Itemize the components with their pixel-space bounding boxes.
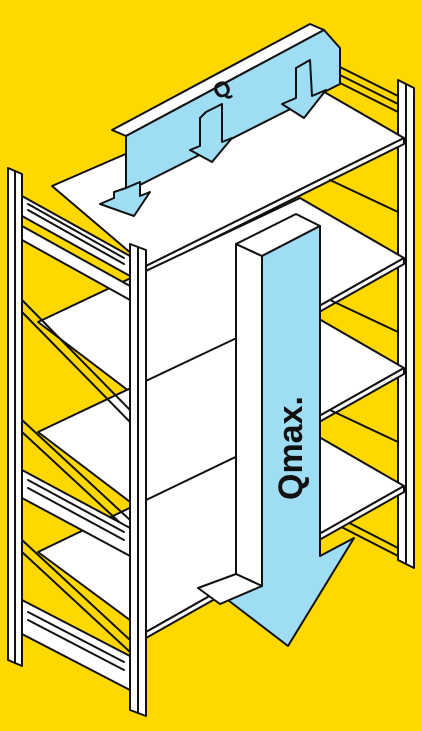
max-load-arrow-side [236, 244, 262, 586]
max-load-label: Qmax. [272, 396, 310, 500]
front-left-upright [8, 168, 22, 666]
front-right-upright [130, 244, 146, 716]
